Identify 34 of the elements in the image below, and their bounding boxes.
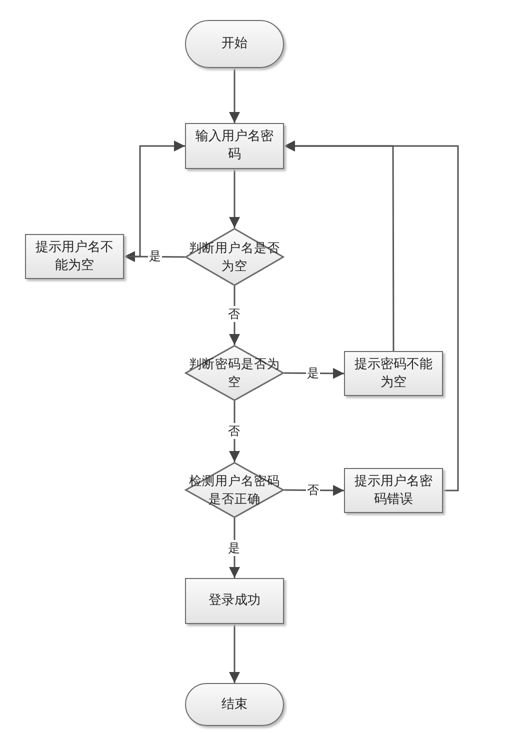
edge-label: 否 [306,482,320,498]
node-text: 结束 [220,696,248,714]
arrow [284,140,459,492]
process-box [344,351,443,396]
decision-diamond [185,228,284,286]
terminal-box [185,683,284,726]
terminal-box [185,20,284,68]
node-text: 判断密码是否为空 [188,355,281,391]
arrow [124,140,185,258]
decision-diamond [185,345,284,401]
node-text: 提示用户名不能为空 [34,238,114,274]
arrow [229,68,240,123]
edge-label: 否 [227,423,241,439]
node-text: 登录成功 [208,592,262,610]
node-text: 开始 [220,35,248,53]
node-text: 判断用户名是否为空 [188,239,281,275]
arrow [229,624,240,683]
edge-label: 是 [306,365,320,381]
process-box [185,578,284,624]
arrow [284,484,344,496]
arrow [229,169,240,228]
process-box [25,234,124,279]
decision-diamond [185,462,284,518]
node-text: 检测用户名密码是否正确 [188,472,281,508]
node-text: 提示用户名密码错误 [354,472,434,508]
edge-label: 是 [227,540,241,556]
arrow [124,251,185,262]
edge-label: 否 [227,306,241,322]
process-box [344,468,443,513]
process-box [185,123,284,169]
edge-label: 是 [148,248,162,264]
arrow [229,518,240,578]
node-text: 提示密码不能为空 [354,356,434,392]
node-text: 输入用户名密码 [194,128,274,164]
